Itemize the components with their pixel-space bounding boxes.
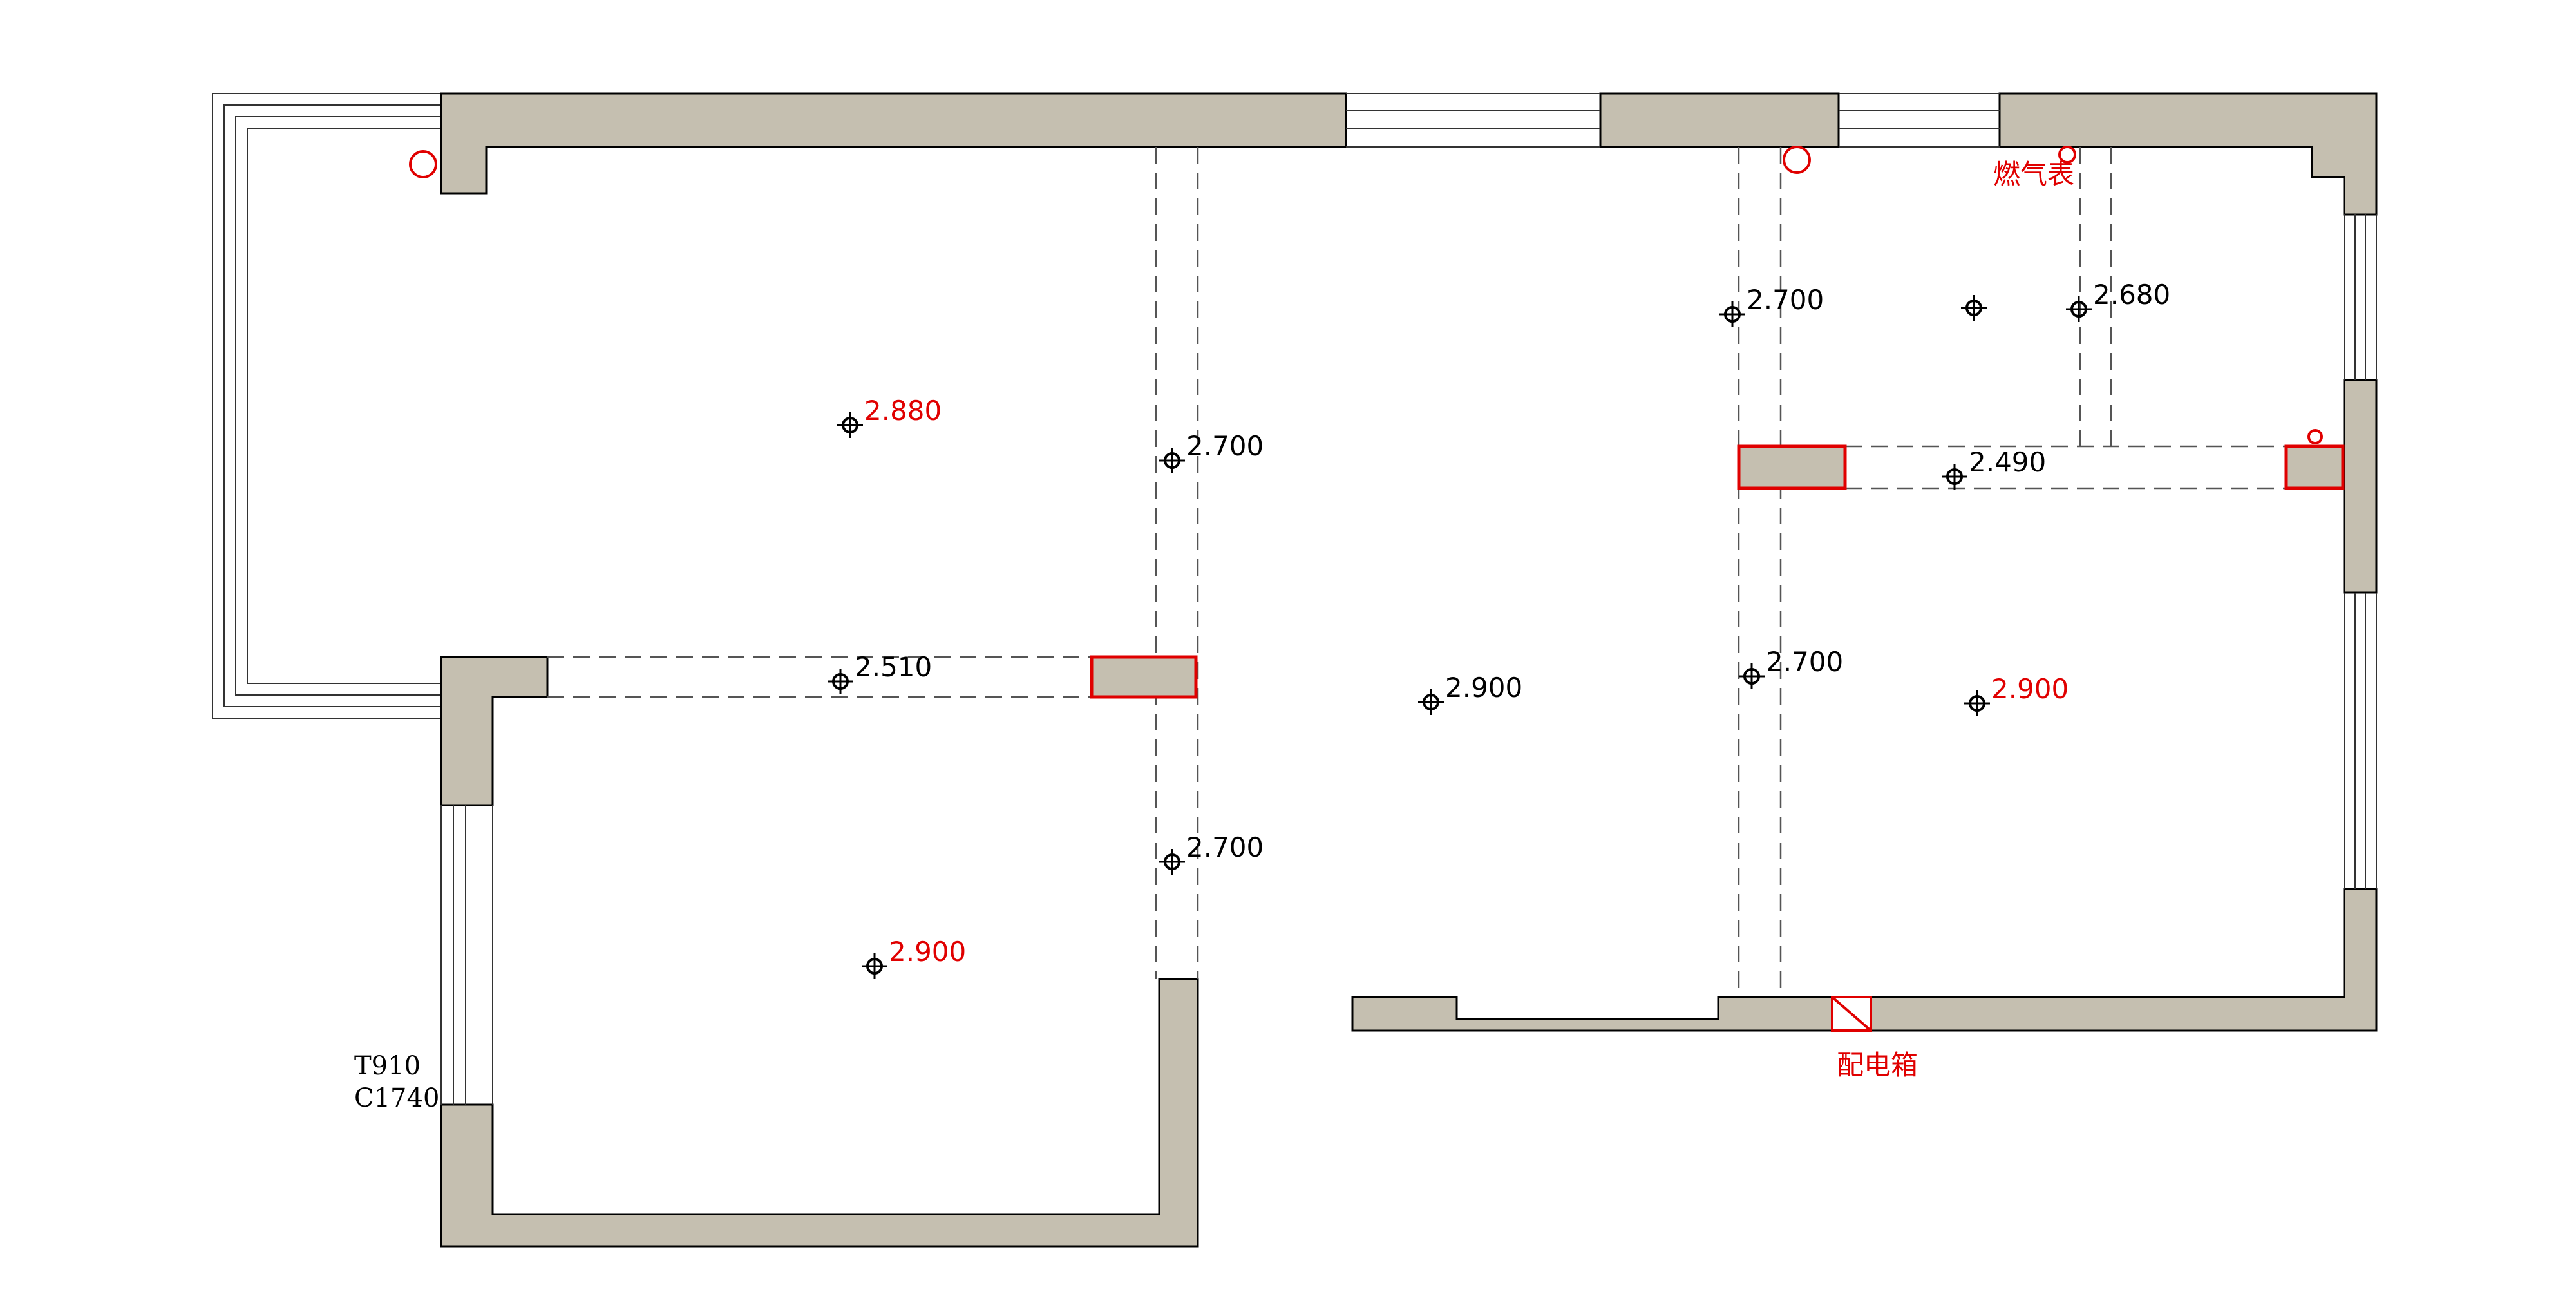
wall-bottom-left [440, 978, 1199, 1248]
height-marker [1961, 295, 1987, 321]
distribution-box [1831, 996, 1872, 1032]
window-top-1 [1346, 93, 1600, 148]
height-value: 2.880 [864, 395, 942, 426]
height-value: 2.510 [855, 651, 932, 683]
wall-top-left [440, 92, 1347, 195]
height-marker: 2.510 [828, 651, 932, 694]
wall-top-right [1998, 92, 2378, 216]
height-marker: 2.700 [1159, 430, 1264, 473]
height-marker: 2.900 [862, 936, 966, 979]
height-value: 2.700 [1747, 284, 1824, 316]
window-label-line2: C1740 [354, 1083, 439, 1113]
height-marker: 2.900 [1964, 673, 2069, 716]
height-value: 2.900 [889, 936, 966, 967]
distribution-box-label: 配电箱 [1837, 1049, 1918, 1081]
pipe-marker-right [2307, 429, 2323, 444]
gas-meter-label: 燃气表 [1993, 158, 2074, 190]
gas-meter-marker [2058, 146, 2076, 164]
window-right-2 [2344, 593, 2377, 889]
height-value: 2.700 [1186, 430, 1264, 462]
pipe-marker-left [409, 150, 437, 178]
column-right-hall [1737, 444, 1847, 490]
height-value: 2.900 [1445, 672, 1522, 703]
window-left [440, 805, 493, 1105]
balcony-window [212, 93, 441, 719]
wall-left-corner [440, 656, 549, 806]
beam-lines [547, 147, 2286, 997]
window-right-1 [2344, 214, 2377, 380]
height-marker: 2.490 [1942, 446, 2046, 490]
height-marker: 2.700 [1159, 832, 1264, 875]
pipe-marker-middle [1783, 146, 1811, 174]
height-markers: 2.880 2.700 2.510 2.700 2.900 2.900 2.700 2.680… [828, 279, 2170, 979]
window-top-2 [1839, 93, 2000, 148]
height-marker: 2.880 [837, 395, 942, 438]
height-value: 2.700 [1766, 646, 1843, 678]
height-value: 2.900 [1991, 673, 2069, 705]
height-value: 2.490 [1969, 446, 2046, 478]
wall-right-mid [2343, 379, 2378, 594]
height-marker: 2.900 [1418, 672, 1522, 715]
wall-top-middle [1599, 92, 1840, 148]
height-marker: 2.700 [1739, 646, 1843, 689]
height-marker: 2.680 [2066, 279, 2170, 322]
column-right-end [2284, 444, 2345, 490]
height-value: 2.700 [1186, 832, 1264, 863]
height-value: 2.680 [2093, 279, 2170, 310]
height-marker: 2.700 [1719, 284, 1824, 327]
window-label-line1: T910 [354, 1051, 421, 1081]
column-left [1090, 655, 1198, 699]
